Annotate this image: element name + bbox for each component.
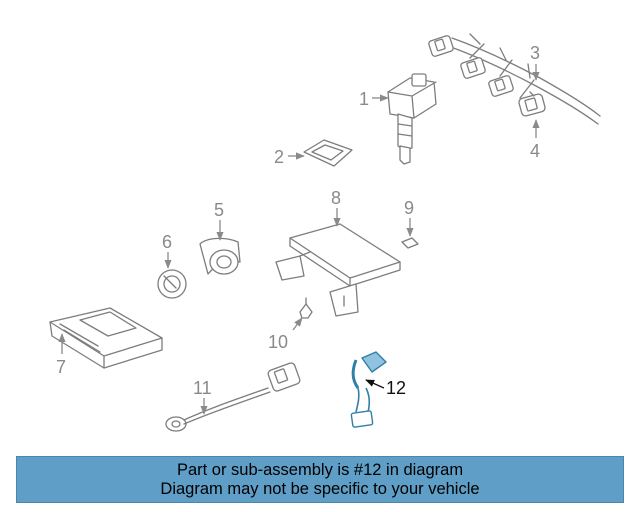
part-12-sensor[interactable] <box>350 351 387 428</box>
callout-11[interactable]: 11 <box>193 378 212 398</box>
callout-10[interactable]: 10 <box>268 332 288 352</box>
part-7-control-module[interactable] <box>49 307 163 369</box>
leader-12 <box>365 379 385 389</box>
callout-2[interactable]: 2 <box>274 147 284 167</box>
callout-9[interactable]: 9 <box>404 198 414 218</box>
banner-line-1: Part or sub-assembly is #12 in diagram <box>176 460 464 479</box>
part-3-wiring-harness[interactable] <box>428 33 601 125</box>
part-8-bracket[interactable] <box>275 223 401 317</box>
info-banner: Part or sub-assembly is #12 in diagram D… <box>16 456 624 503</box>
parts-diagram: 1 2 3 4 5 6 7 8 9 10 11 12 <box>49 33 601 432</box>
callout-3[interactable]: 3 <box>530 43 540 63</box>
callout-4[interactable]: 4 <box>530 141 540 161</box>
part-5-ring-bracket[interactable] <box>199 237 241 275</box>
part-9-clip[interactable] <box>401 237 419 249</box>
callout-7[interactable]: 7 <box>56 357 66 377</box>
part-11-knock-sensor[interactable] <box>165 362 301 432</box>
part-2-gasket[interactable] <box>303 139 353 167</box>
callout-12[interactable]: 12 <box>386 378 406 398</box>
leader-lines <box>58 64 540 415</box>
part-4-connector[interactable] <box>518 91 546 117</box>
callouts: 1 2 3 4 5 6 7 8 9 10 11 12 <box>56 43 540 398</box>
leader-10 <box>292 317 303 331</box>
part-10-sensor[interactable] <box>299 297 313 319</box>
callout-8[interactable]: 8 <box>331 188 341 208</box>
banner-line-2: Diagram may not be specific to your vehi… <box>160 479 480 498</box>
callout-5[interactable]: 5 <box>214 200 224 220</box>
callout-1[interactable]: 1 <box>359 89 369 109</box>
part-6-grommet[interactable] <box>157 269 187 299</box>
part-1-ignition-coil[interactable] <box>387 73 437 165</box>
callout-6[interactable]: 6 <box>162 232 172 252</box>
